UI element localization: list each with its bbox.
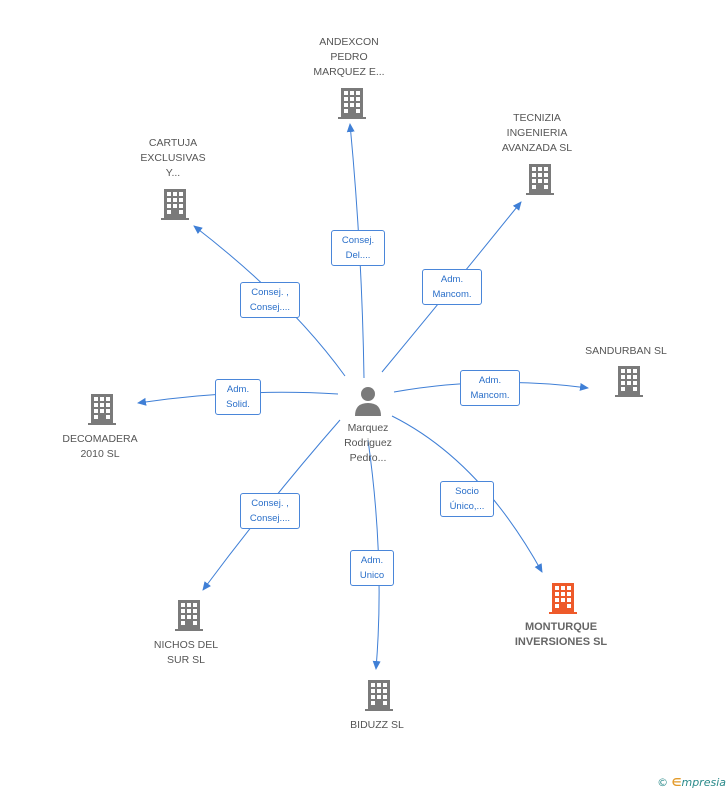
person-icon[interactable] <box>353 384 383 418</box>
biduzz-building-icon[interactable] <box>364 678 394 712</box>
cartuja-building-icon[interactable] <box>160 187 190 221</box>
edge-monturque <box>391 415 543 573</box>
company-label-andexcon[interactable]: ANDEXCON PEDRO MARQUEZ E... <box>313 36 385 78</box>
brand-name: mpresia <box>681 776 726 789</box>
sandurban-building-icon[interactable] <box>614 364 644 398</box>
company-label-nichos[interactable]: NICHOS DEL SUR SL <box>153 639 219 666</box>
copyright-icon: © <box>657 776 669 789</box>
relation-decomadera[interactable]: Adm. Solid. <box>215 379 261 415</box>
company-label-tecnizia[interactable]: TECNIZIA INGENIERIA AVANZADA SL <box>501 112 573 154</box>
relation-nichos[interactable]: Consej. , Consej.... <box>240 493 300 529</box>
company-label-biduzz[interactable]: BIDUZZ SL <box>350 719 404 731</box>
tecnizia-building-icon[interactable] <box>525 162 555 196</box>
relation-monturque[interactable]: Socio Único,... <box>440 481 494 517</box>
decomadera-building-icon[interactable] <box>87 392 117 426</box>
copyright-notice: © ∈mpresia <box>657 776 726 789</box>
monturque-building-icon[interactable] <box>548 581 578 615</box>
empresia-logo-icon: ∈ <box>671 776 682 789</box>
company-label-decomadera[interactable]: DECOMADERA 2010 SL <box>62 433 138 460</box>
relation-biduzz[interactable]: Adm. Unico <box>350 550 394 586</box>
relation-tecnizia[interactable]: Adm. Mancom. <box>422 269 482 305</box>
andexcon-building-icon[interactable] <box>337 86 367 120</box>
company-label-sandurban[interactable]: SANDURBAN SL <box>585 345 667 357</box>
center-person-label[interactable]: Marquez Rodriguez Pedro... <box>344 422 392 464</box>
relation-sandurban[interactable]: Adm. Mancom. <box>460 370 520 406</box>
company-label-cartuja[interactable]: CARTUJA EXCLUSIVAS Y... <box>140 137 206 179</box>
nichos-building-icon[interactable] <box>174 598 204 632</box>
relation-andexcon[interactable]: Consej. Del.... <box>331 230 385 266</box>
relation-cartuja[interactable]: Consej. , Consej.... <box>240 282 300 318</box>
company-label-monturque[interactable]: MONTURQUE INVERSIONES SL <box>514 621 608 648</box>
